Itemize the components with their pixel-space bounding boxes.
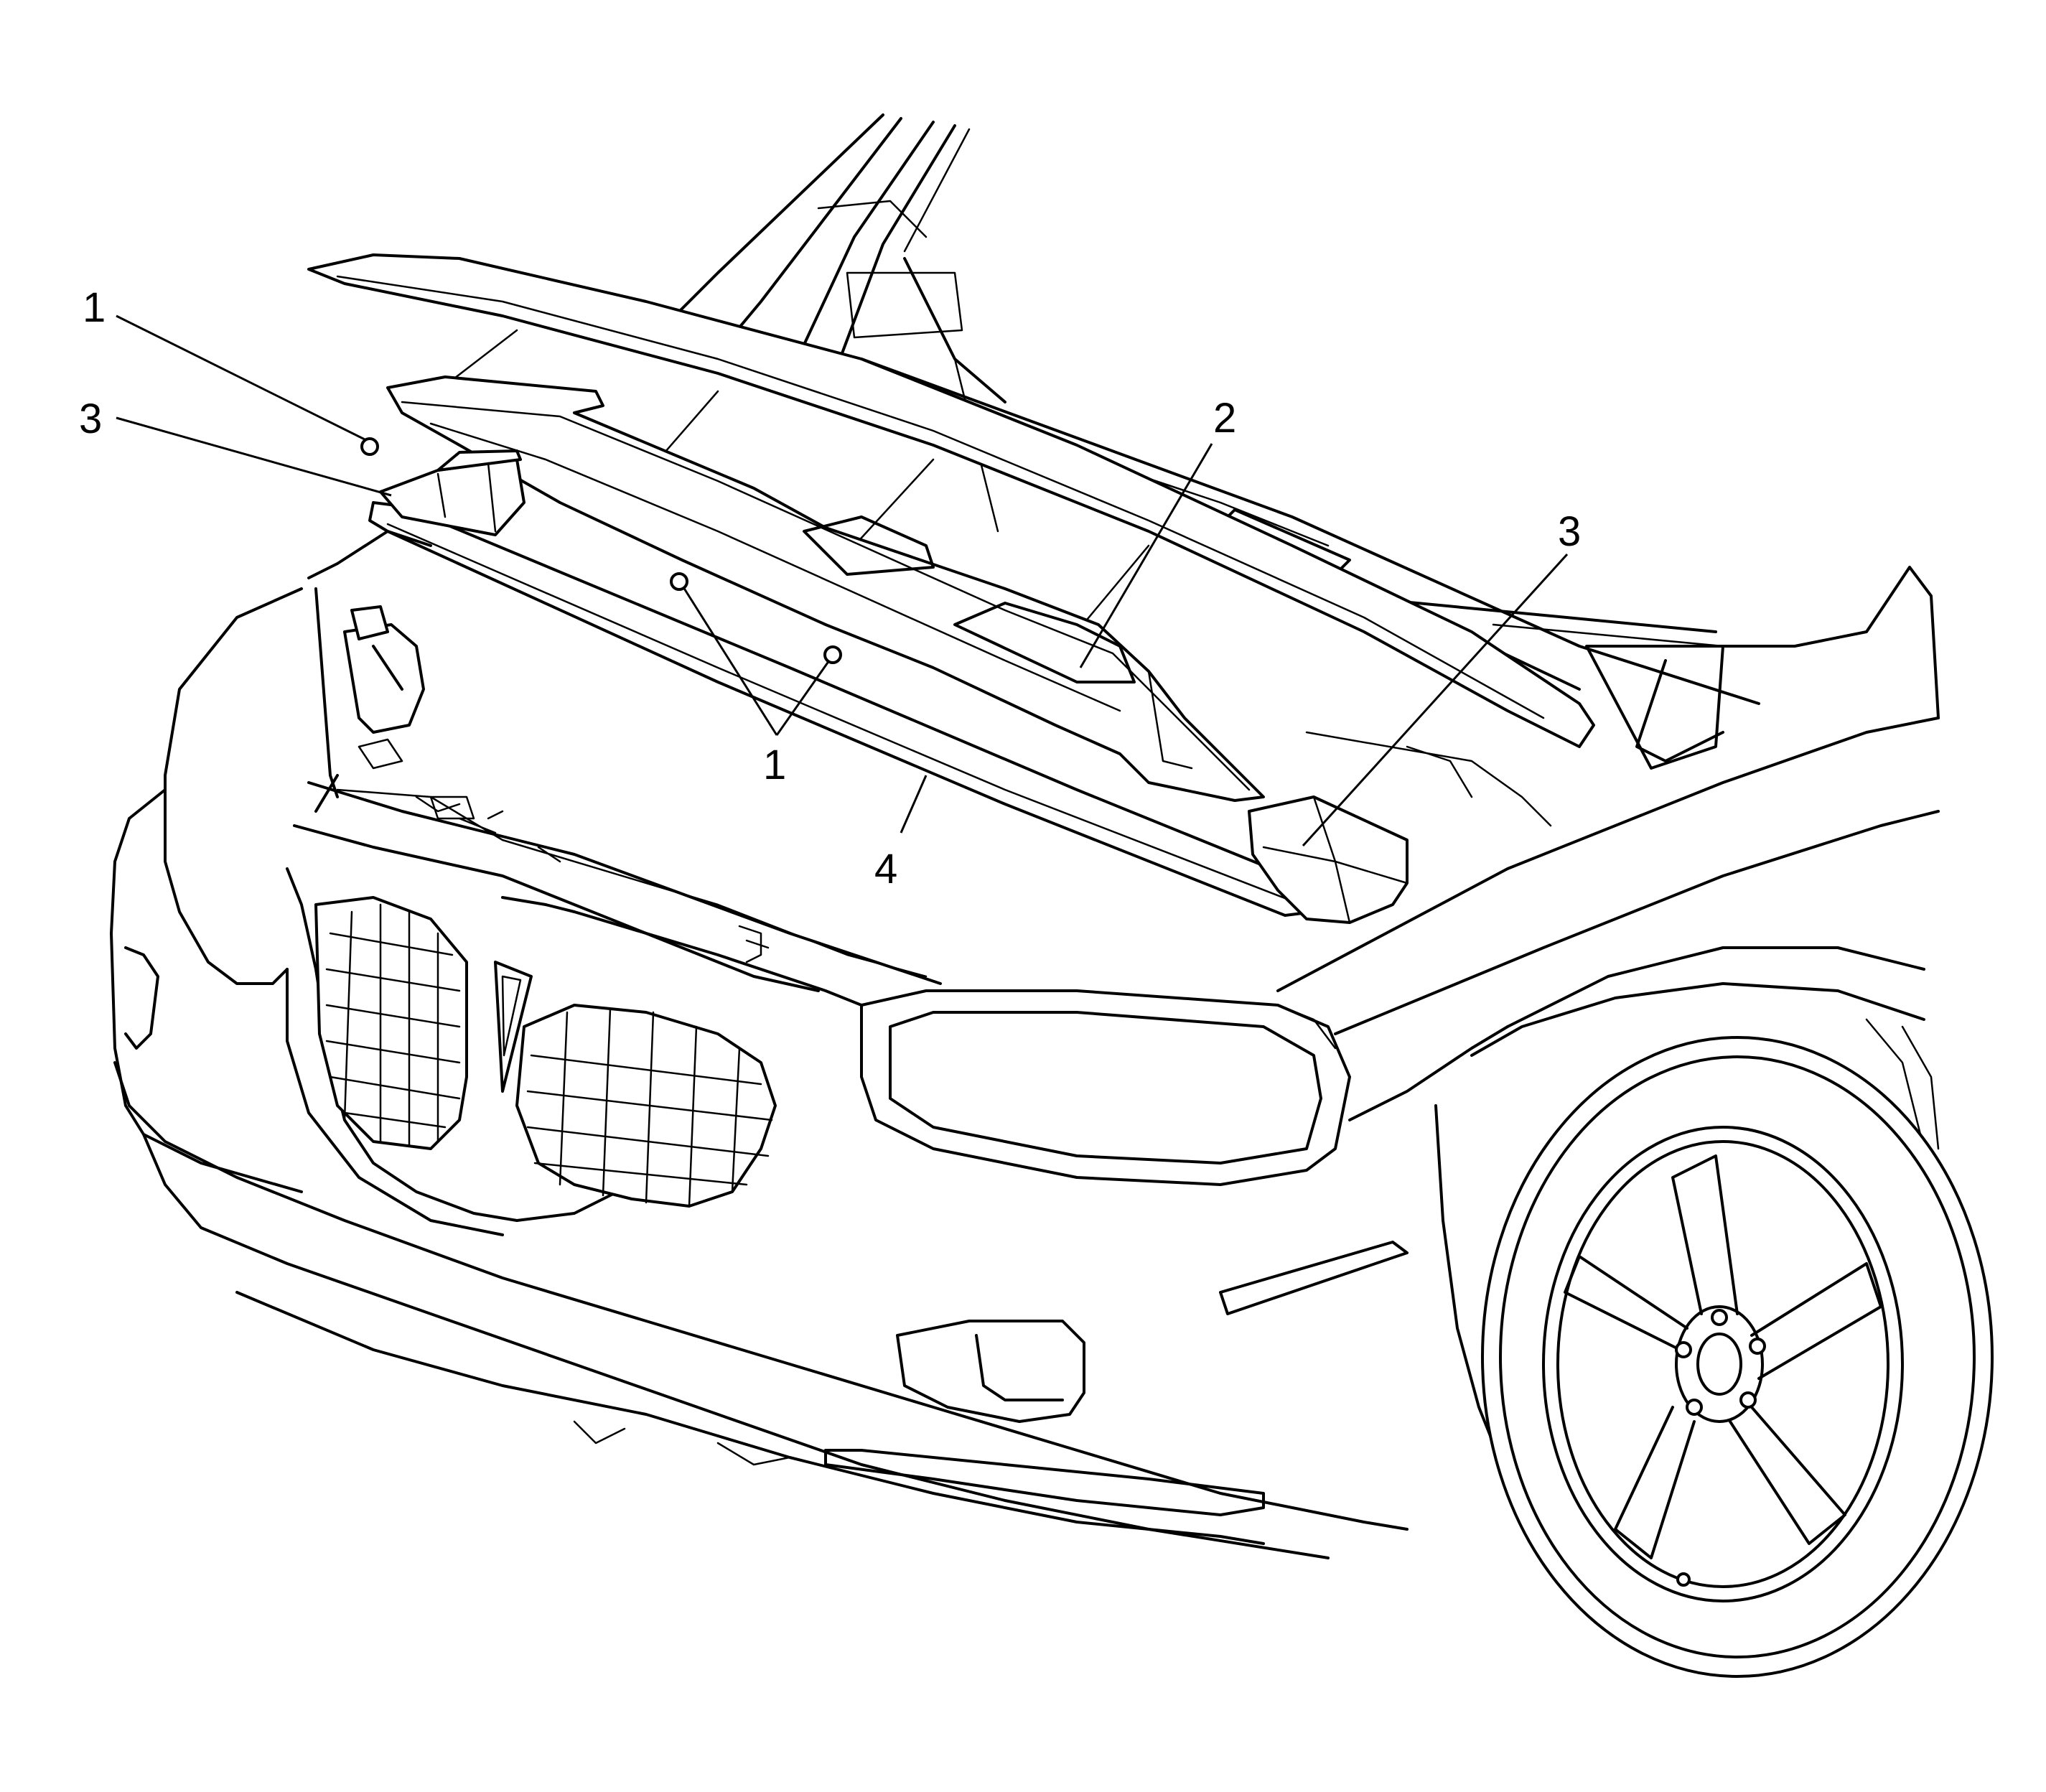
callout-label-2: 2	[1213, 395, 1236, 442]
grille-left	[314, 896, 468, 1150]
air-inlet-grille-panel	[386, 375, 1265, 802]
hood	[307, 253, 1595, 748]
right-fender	[1276, 566, 1940, 1559]
callout-label-1-center: 1	[763, 742, 786, 788]
fastener-left	[360, 437, 379, 456]
side-deflector-left	[379, 449, 525, 536]
fastener-center-upper	[670, 572, 688, 591]
side-deflector-right	[1248, 795, 1409, 924]
callout-label-4: 4	[874, 846, 897, 892]
pontiac-emblem	[494, 961, 533, 1093]
callout-label-3-left: 3	[79, 396, 102, 442]
callout-label-3-right: 3	[1558, 508, 1581, 555]
fastener-center-lower	[823, 645, 842, 664]
engine-compartment	[307, 530, 504, 834]
headlamp	[860, 989, 1351, 1186]
fasteners	[360, 437, 842, 664]
callout-label-1-upper: 1	[83, 284, 106, 331]
front-fascia	[110, 587, 1409, 1559]
windshield-pillar	[666, 113, 1006, 533]
front-wheel	[1481, 1036, 1994, 1678]
callouts: 1 3 2 3 1 4	[79, 284, 1581, 892]
grille-right	[515, 1004, 777, 1208]
